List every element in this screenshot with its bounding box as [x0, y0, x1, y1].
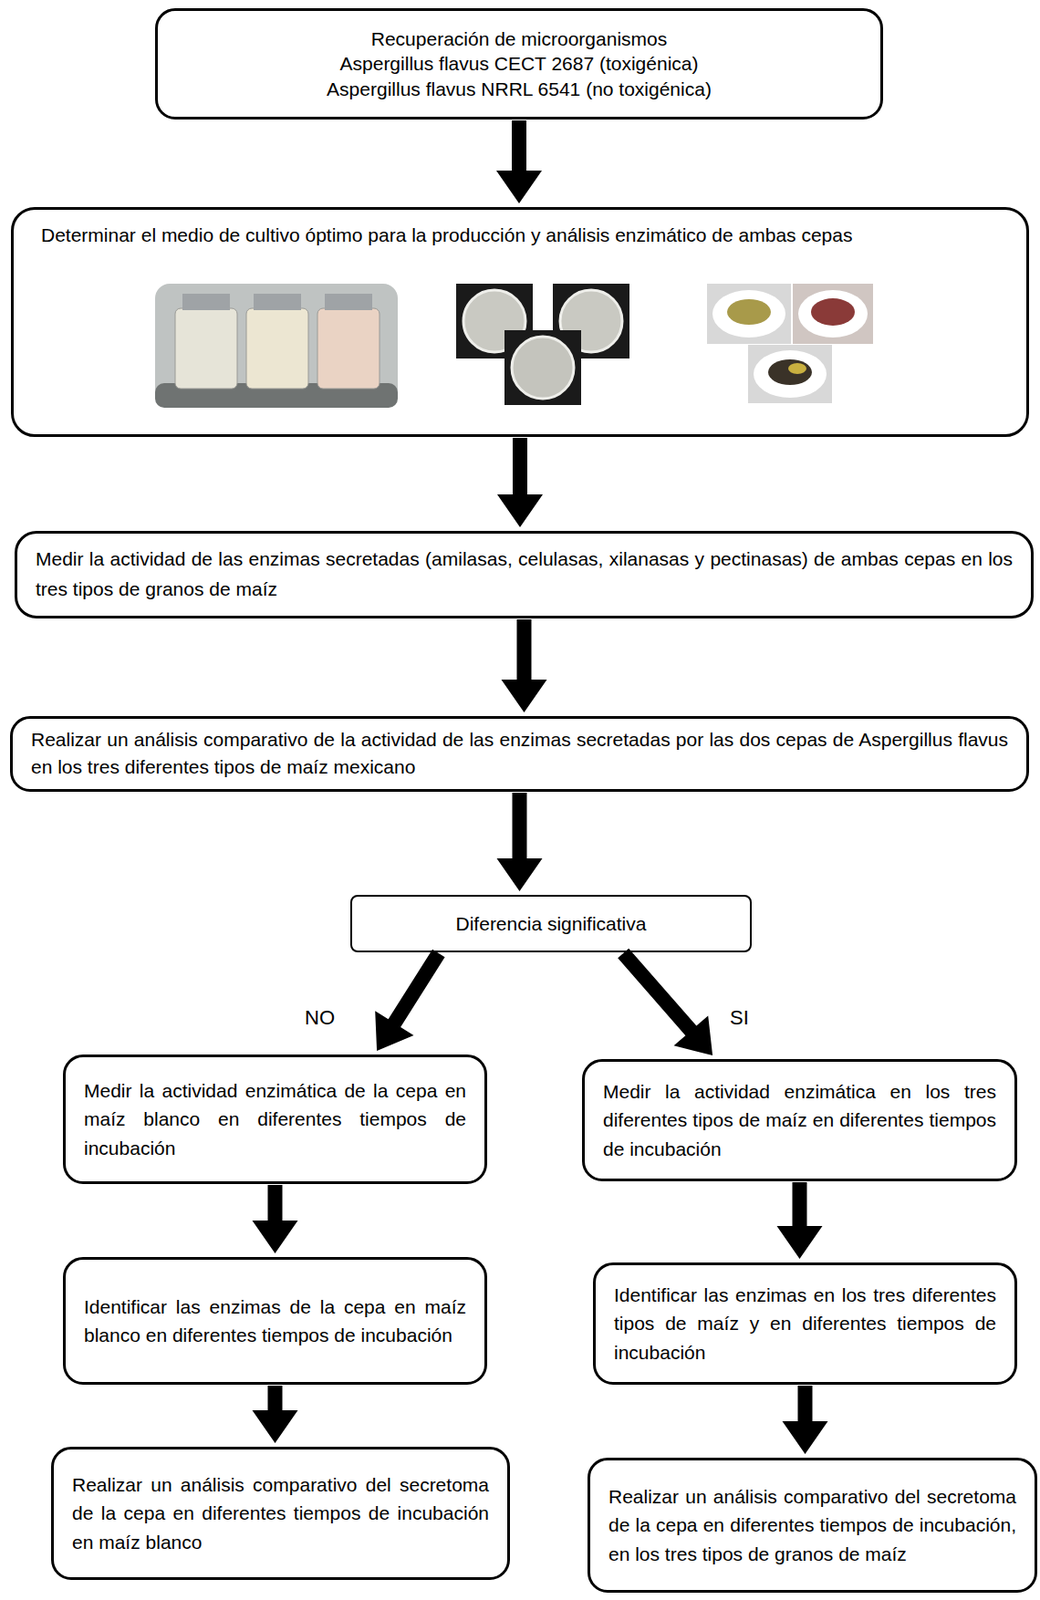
process-box: Identificar las enzimas en los tres dife… — [592, 1262, 1018, 1385]
bowl-photo — [707, 283, 874, 404]
box-text: Medir la actividad enzimática en los tre… — [603, 1077, 997, 1165]
block-arrow — [782, 1385, 829, 1455]
box-text: Identificar las enzimas en los tres dife… — [613, 1280, 997, 1368]
process-box: Identificar las enzimas de la cepa en ma… — [62, 1257, 488, 1385]
process-box: Realizar un análisis comparativo del sec… — [51, 1446, 510, 1581]
block-arrow — [374, 949, 445, 1051]
petri-photo — [456, 283, 630, 406]
decision-box: Diferencia significativa — [350, 894, 752, 953]
block-arrow — [252, 1185, 299, 1254]
box-text: Realizar un análisis comparativo del sec… — [72, 1470, 489, 1558]
process-box: Determinar el medio de cultivo óptimo pa… — [10, 207, 1030, 437]
block-arrow — [496, 120, 542, 204]
box-text: Determinar el medio de cultivo óptimo pa… — [41, 220, 999, 250]
block-arrow — [497, 792, 543, 892]
process-box: Realizar un análisis comparativo del sec… — [587, 1457, 1038, 1593]
process-box: Realizar un análisis comparativo de la a… — [10, 716, 1030, 792]
box-text: Aspergillus flavus CECT 2687 (toxigénica… — [176, 51, 863, 76]
process-box: Medir la actividad de las enzimas secret… — [14, 530, 1034, 619]
block-arrow — [617, 948, 713, 1056]
branch-label: SI — [728, 1006, 751, 1030]
branch-label: NO — [302, 1006, 337, 1030]
box-text: Medir la actividad enzimática de la cepa… — [83, 1076, 467, 1164]
process-box: Recuperación de microorganismosAspergill… — [155, 8, 884, 120]
block-arrow — [777, 1182, 823, 1259]
box-text: Identificar las enzimas de la cepa en ma… — [83, 1292, 467, 1351]
box-text: Realizar un análisis comparativo del sec… — [608, 1482, 1017, 1570]
block-arrow — [252, 1385, 299, 1444]
box-text: Realizar un análisis comparativo de la a… — [31, 726, 1009, 782]
box-text: Medir la actividad de las enzimas secret… — [35, 544, 1013, 604]
box-text: Diferencia significativa — [370, 910, 732, 937]
box-text: Aspergillus flavus NRRL 6541 (no toxigén… — [176, 76, 863, 102]
block-arrow — [497, 437, 543, 528]
process-box: Medir la actividad enzimática de la cepa… — [62, 1054, 488, 1185]
process-box: Medir la actividad enzimática en los tre… — [582, 1059, 1018, 1182]
block-arrow — [501, 619, 548, 713]
box-text: Recuperación de microorganismos — [176, 26, 863, 52]
flask-photo — [155, 283, 398, 408]
